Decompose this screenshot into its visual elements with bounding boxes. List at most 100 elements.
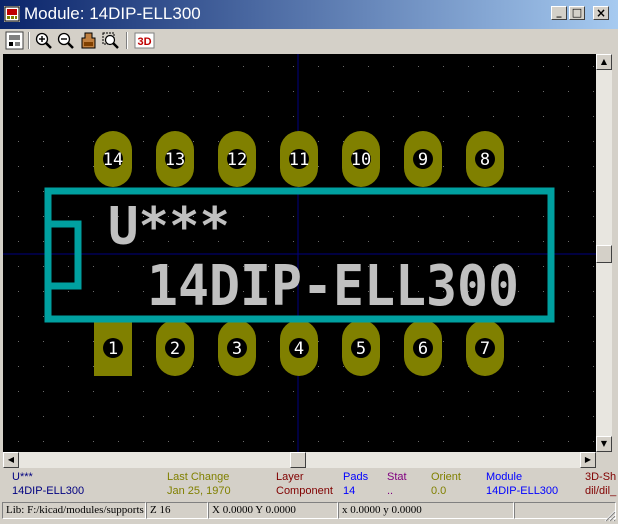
grid-dot: [468, 116, 469, 117]
grid-dot: [18, 91, 19, 92]
grid-dot: [493, 441, 494, 442]
grid-dot: [193, 266, 194, 267]
minimize-button[interactable]: _: [551, 6, 567, 20]
zoom-in-button[interactable]: [34, 31, 53, 50]
grid-dot: [318, 166, 319, 167]
grid-dot: [18, 291, 19, 292]
grid-dot: [443, 291, 444, 292]
footprint-reference-text[interactable]: U***: [108, 197, 230, 257]
grid-dot: [143, 241, 144, 242]
grid-dot: [518, 141, 519, 142]
grid-dot: [393, 391, 394, 392]
grid-dot: [293, 241, 294, 242]
info-pads-label: Pads: [343, 471, 369, 483]
pad-top-9[interactable]: 9: [404, 131, 442, 187]
pad-bottom-4[interactable]: 4: [280, 320, 318, 376]
grid-dot: [493, 216, 494, 217]
scroll-up-button[interactable]: ▲: [596, 54, 612, 70]
zoom-out-button[interactable]: [56, 31, 75, 50]
pad-drill-hole: [475, 149, 495, 169]
pad-bottom-1[interactable]: 1: [94, 320, 132, 376]
grid-dot: [293, 66, 294, 67]
close-button[interactable]: ×: [593, 6, 609, 20]
grid-dot: [193, 366, 194, 367]
grid-dot: [418, 116, 419, 117]
pad-bottom-6[interactable]: 6: [404, 320, 442, 376]
grid-dot: [568, 366, 569, 367]
grid-dot: [543, 141, 544, 142]
zoom-fit-button[interactable]: [101, 31, 120, 50]
info-3d-shape-value: dil/dil_: [585, 485, 617, 497]
zoom-out-icon: [57, 32, 74, 49]
grid-dot: [168, 291, 169, 292]
pad-top-14[interactable]: 14: [94, 131, 132, 187]
grid-dot: [468, 291, 469, 292]
grid-dot: [543, 341, 544, 342]
grid-dot: [143, 341, 144, 342]
pad-top-12[interactable]: 12: [218, 131, 256, 187]
scroll-right-button[interactable]: ▶: [580, 452, 596, 468]
footprint-properties-button[interactable]: [5, 31, 24, 50]
grid-dot: [568, 416, 569, 417]
window-title: Module: 14DIP-ELL300: [24, 4, 201, 23]
pad-number: 3: [232, 339, 242, 359]
pad-number: 7: [480, 339, 490, 359]
pad-top-10[interactable]: 10: [342, 131, 380, 187]
3d-view-button[interactable]: 3D: [134, 31, 156, 50]
grid-dot: [143, 116, 144, 117]
redraw-button[interactable]: [79, 31, 98, 50]
pad-bottom-7[interactable]: 7: [466, 320, 504, 376]
footprint-value-text[interactable]: 14DIP-ELL300: [147, 254, 519, 319]
grid-dot: [243, 216, 244, 217]
pad-top-8[interactable]: 8: [466, 131, 504, 187]
pad-bottom-5[interactable]: 5: [342, 320, 380, 376]
pad-bottom-3[interactable]: 3: [218, 320, 256, 376]
pad-number: 6: [418, 339, 428, 359]
pad-bottom-2[interactable]: 2: [156, 320, 194, 376]
grid-dot: [418, 391, 419, 392]
grid-dot: [443, 391, 444, 392]
grid-dot: [18, 341, 19, 342]
grid-dot: [568, 266, 569, 267]
grid-dot: [218, 141, 219, 142]
scroll-left-button[interactable]: ◀: [3, 452, 19, 468]
grid-dot: [393, 166, 394, 167]
resize-grip-icon[interactable]: [604, 510, 616, 522]
grid-dot: [493, 416, 494, 417]
pad-drill-hole: [475, 338, 495, 358]
grid-dot: [593, 116, 594, 117]
grid-dot: [243, 291, 244, 292]
grid-dot: [118, 416, 119, 417]
grid-dot: [443, 141, 444, 142]
vertical-scroll-thumb[interactable]: [596, 245, 612, 263]
grid-dot: [293, 216, 294, 217]
grid-dot: [118, 66, 119, 67]
vertical-scrollbar[interactable]: ▲ ▼: [596, 54, 612, 452]
grid-dot: [218, 116, 219, 117]
horizontal-scroll-thumb[interactable]: [290, 452, 306, 468]
pad-number: 4: [294, 339, 304, 359]
grid-dot: [268, 116, 269, 117]
3d-view-label: 3D: [137, 36, 151, 48]
grid-dot: [193, 441, 194, 442]
footprint-properties-icon: [5, 31, 24, 50]
grid-dot: [393, 341, 394, 342]
pad-top-11[interactable]: 11: [280, 131, 318, 187]
grid-dot: [493, 91, 494, 92]
grid-dot: [568, 66, 569, 67]
grid-dot: [93, 291, 94, 292]
maximize-button[interactable]: □: [569, 6, 585, 20]
scroll-down-button[interactable]: ▼: [596, 436, 612, 452]
horizontal-scrollbar[interactable]: ◀ ▶: [3, 452, 596, 468]
title-bar[interactable]: Module: 14DIP-ELL300 _ □ ×: [0, 0, 618, 29]
grid-dot: [118, 241, 119, 242]
grid-dot: [393, 116, 394, 117]
pad-top-13[interactable]: 13: [156, 131, 194, 187]
grid-dot: [93, 266, 94, 267]
grid-dot: [68, 66, 69, 67]
grid-dot: [318, 341, 319, 342]
info-last-change-label: Last Change: [167, 471, 230, 483]
grid-dot: [593, 441, 594, 442]
